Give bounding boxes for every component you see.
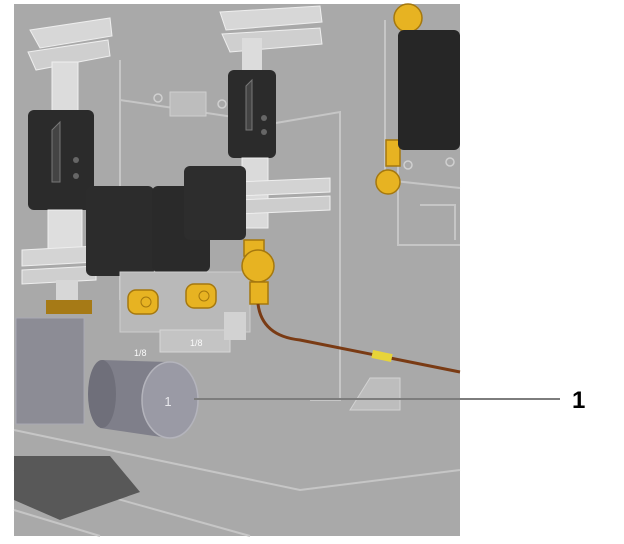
svg-text:1/8: 1/8 (190, 338, 203, 348)
bracket-tab (169, 91, 207, 117)
tube (256, 303, 461, 374)
bottom-plate (14, 456, 140, 520)
screw-hole (445, 157, 455, 167)
screw-hole (403, 160, 413, 170)
svg-text:1/8: 1/8 (134, 348, 147, 358)
sensor-cap-marking: 1 (164, 394, 171, 409)
callout-label-1: 1 (572, 387, 585, 414)
right-dark-block (398, 30, 460, 150)
brass-hole (140, 296, 152, 308)
grey-cube (15, 317, 85, 425)
brass-hole (198, 290, 210, 302)
screw-hole (217, 99, 227, 109)
brass-fittings (127, 3, 423, 315)
left-valve-stack (21, 17, 113, 314)
center-valve-stack (219, 5, 331, 229)
screw-hole (153, 93, 163, 103)
tube-marker (371, 350, 393, 362)
